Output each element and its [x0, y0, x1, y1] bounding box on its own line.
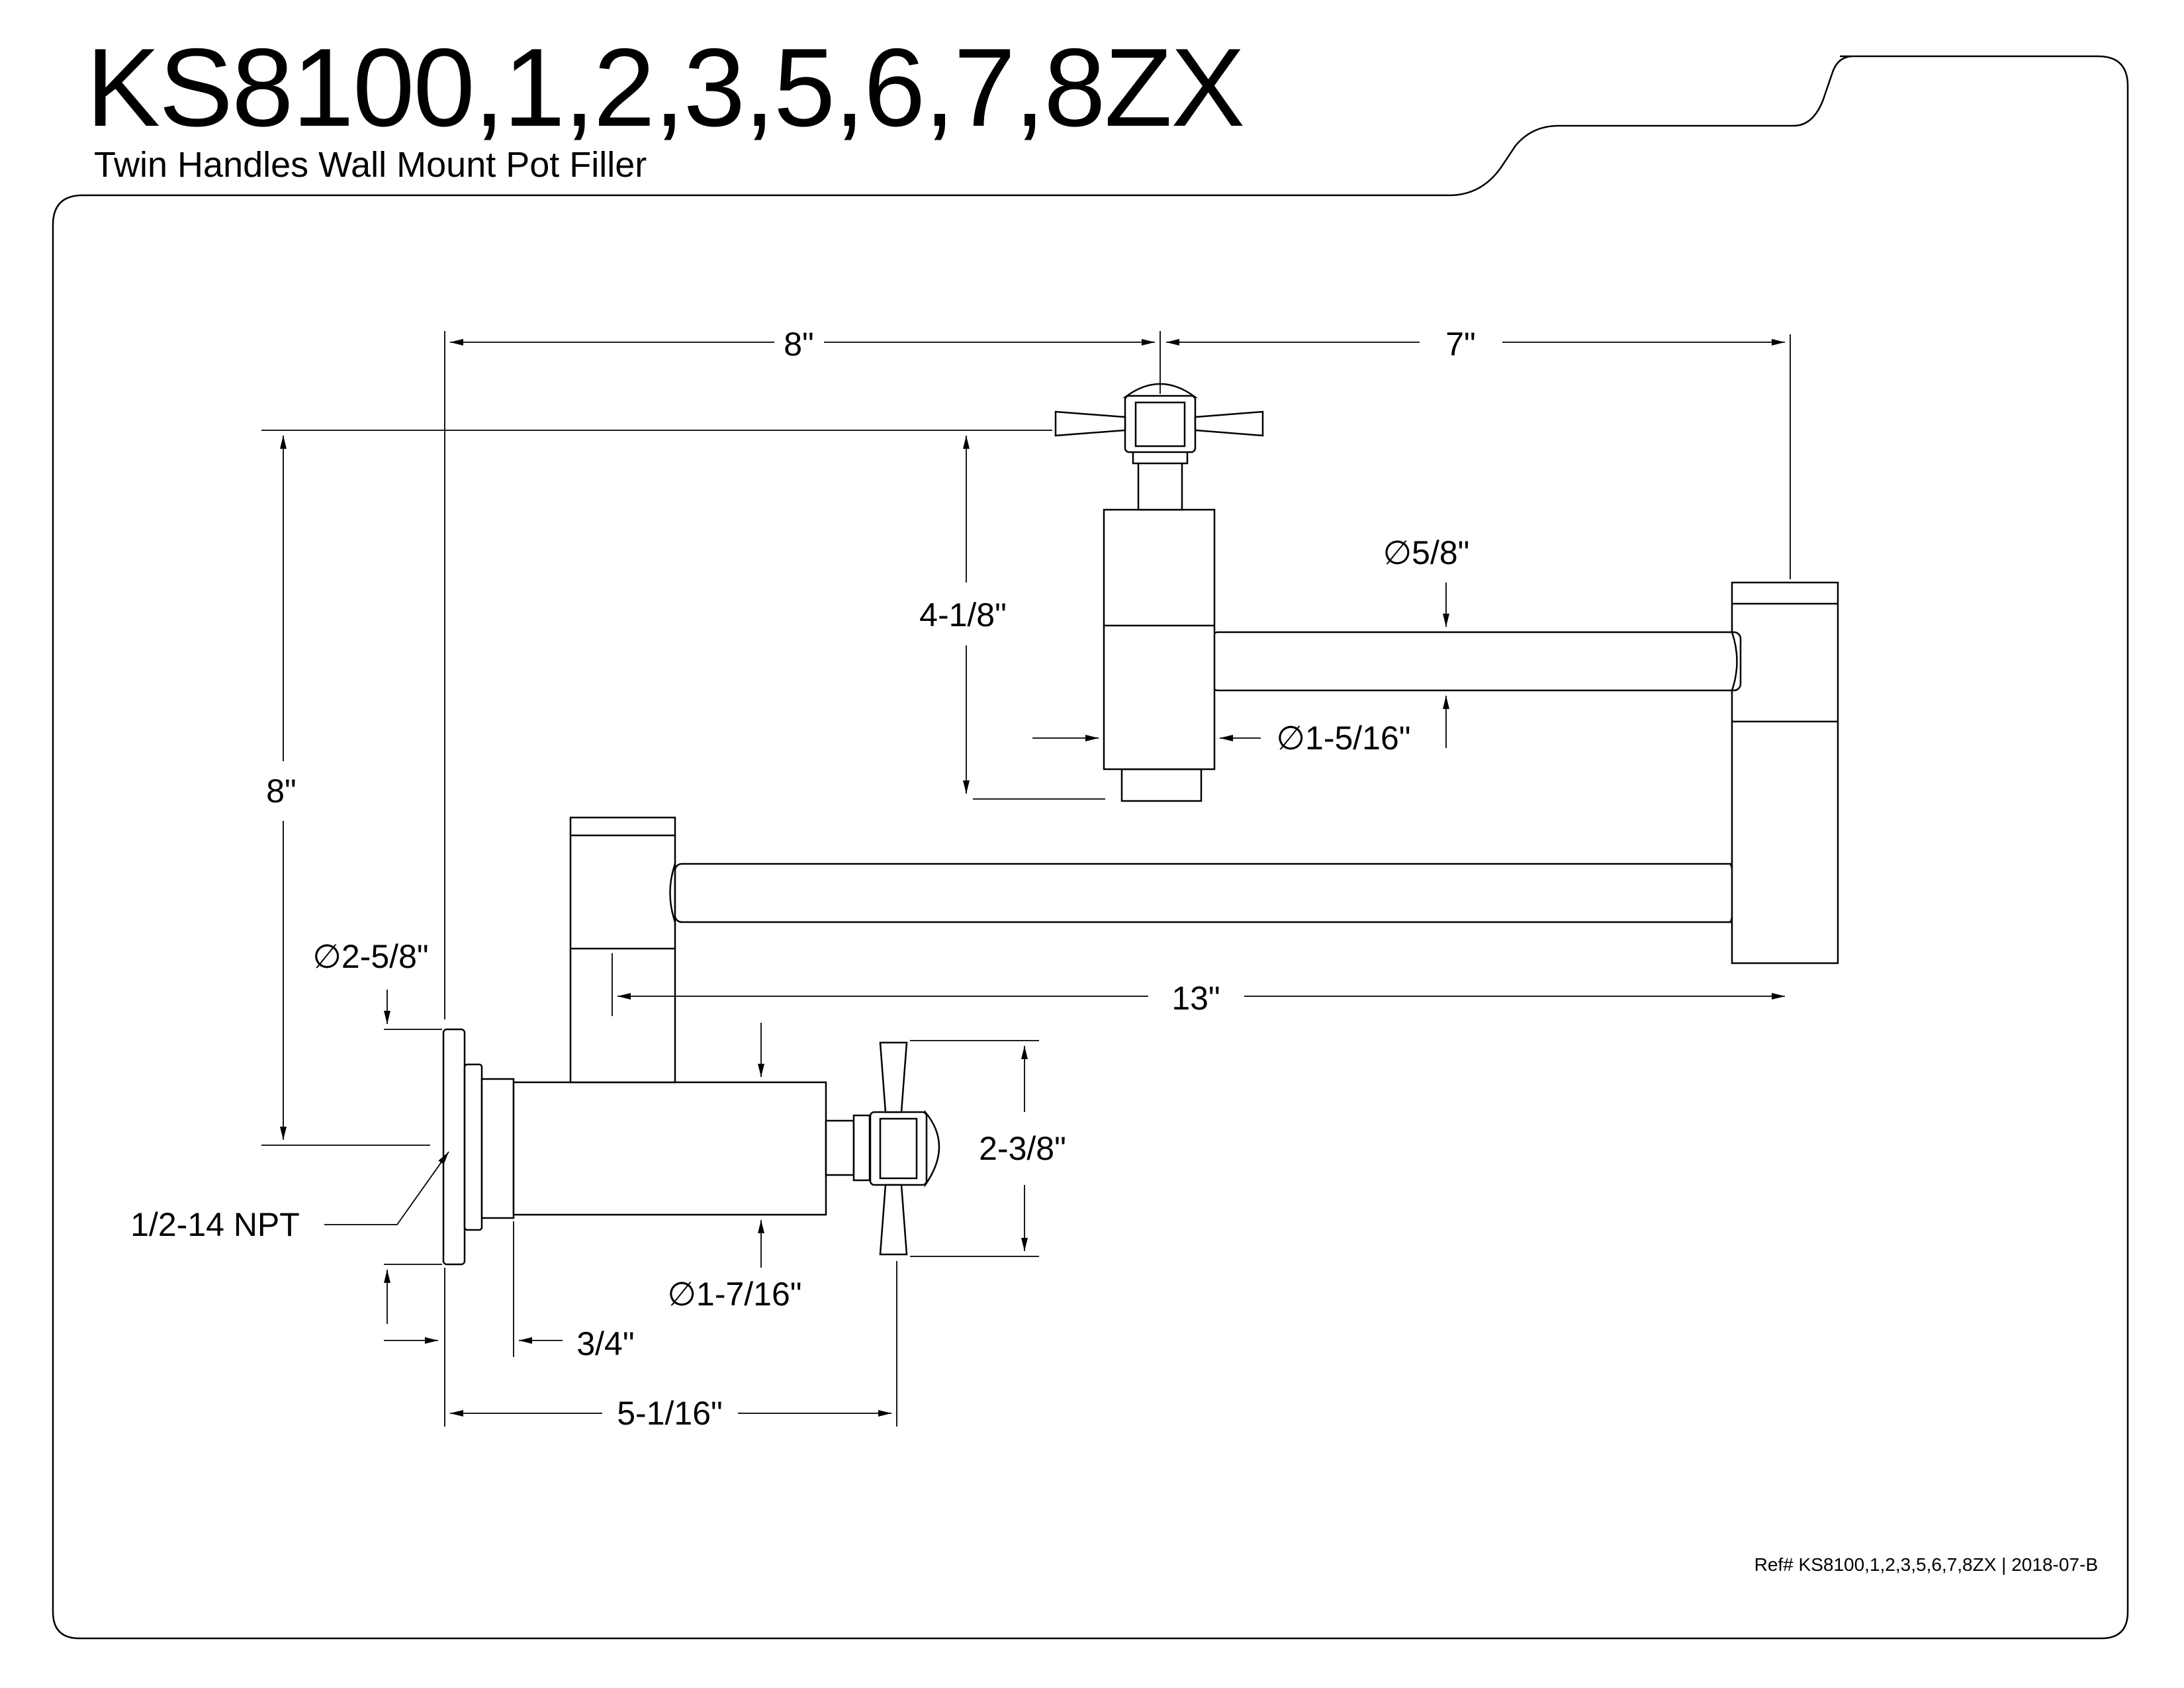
lower-handle-cap — [924, 1109, 940, 1188]
upper-arm — [1210, 631, 1742, 692]
lower-valve-body — [512, 1081, 827, 1216]
dim-flange-diameter: ∅2-5/8" — [312, 938, 428, 975]
dim-upper-body-diameter: ∅1-5/16" — [1276, 720, 1410, 757]
upper-stem — [1137, 459, 1183, 511]
lower-stem — [825, 1119, 855, 1176]
wall-flange — [442, 1028, 466, 1266]
lower-arm — [674, 863, 1742, 923]
dim-arm-reach: 13" — [1171, 980, 1220, 1017]
upper-handle-arm-left — [1054, 410, 1126, 437]
upper-nozzle — [1120, 768, 1203, 802]
dim-overall-height: 8" — [266, 773, 296, 810]
dim-inlet-thread: 1/2-14 NPT — [130, 1206, 300, 1243]
dim-handle-height: 2-3/8" — [979, 1130, 1066, 1167]
flange-hub — [480, 1078, 515, 1219]
dim-upper-height: 4-1/8" — [919, 596, 1007, 633]
dim-top-left-width: 8" — [784, 326, 814, 363]
dim-projection: 5-1/16" — [617, 1395, 723, 1432]
lower-handle-arm-bottom — [879, 1184, 908, 1256]
upper-valve-body — [1103, 508, 1216, 771]
dim-lower-body-diameter: ∅1-7/16" — [667, 1276, 801, 1313]
dim-flange-thickness: 3/4" — [576, 1325, 634, 1362]
dim-spout-diameter: ∅5/8" — [1383, 534, 1470, 571]
reference-number: Ref# KS8100,1,2,3,5,6,7,8ZX | 2018-07-B — [1754, 1554, 2098, 1575]
dim-top-right-width: 7" — [1445, 326, 1476, 363]
flange-step — [463, 1063, 483, 1231]
drawing-frame — [52, 55, 2129, 1640]
upper-handle-arm-right — [1194, 410, 1264, 437]
swivel-joint — [1731, 581, 1839, 964]
lower-handle-arm-top — [879, 1041, 908, 1113]
product-subtitle: Twin Handles Wall Mount Pot Filler — [94, 145, 647, 185]
model-title: KS8100,1,2,3,5,6,7,8ZX — [86, 25, 1245, 150]
lower-riser — [569, 816, 676, 1084]
